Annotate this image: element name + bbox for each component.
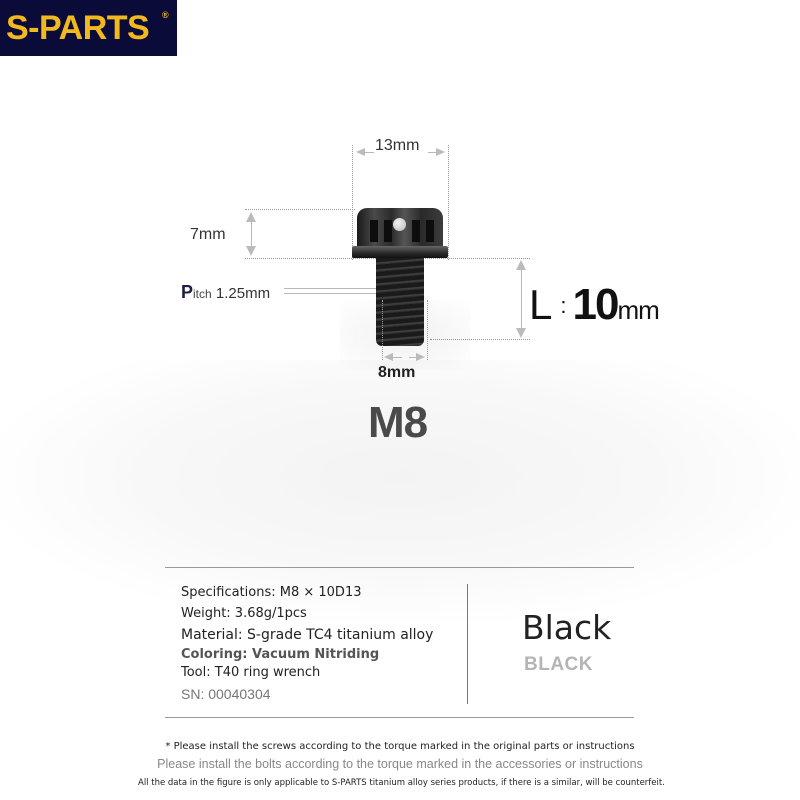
arrow-left-icon <box>384 353 393 361</box>
size-label: M8 <box>368 398 428 447</box>
pitch-suffix: itch <box>193 287 212 301</box>
install-note-2: Please install the bolts according to th… <box>157 757 643 771</box>
length-dim-line <box>521 268 522 332</box>
guide-line-right <box>448 145 449 260</box>
pitch-line <box>284 288 376 289</box>
bolt-flange <box>352 246 448 258</box>
arrow-up-icon <box>246 212 256 222</box>
bolt-slot <box>426 220 434 242</box>
dim-line <box>362 152 374 153</box>
guide-line-left <box>352 145 353 260</box>
brand-name: S-PARTS <box>6 8 150 47</box>
divider-top <box>165 567 634 568</box>
dim-line <box>251 220 252 250</box>
spec-weight: Weight: 3.68g/1pcs <box>181 606 307 621</box>
spec-specifications: Specifications: M8 × 10D13 <box>181 585 362 600</box>
arrow-right-icon <box>436 148 445 156</box>
arrow-right-icon <box>416 353 425 361</box>
guide-line-thread-left <box>382 300 383 360</box>
brand-logo: S-PARTS ® <box>0 0 177 56</box>
arrow-down-icon <box>516 328 526 338</box>
bolt-slot <box>412 220 420 242</box>
color-code: BLACK <box>524 654 593 675</box>
spec-material: Material: S-grade TC4 titanium alloy <box>181 627 434 643</box>
head-width-label: 13mm <box>375 137 420 154</box>
length-value: 10 <box>572 280 619 329</box>
bolt-slot <box>384 220 392 242</box>
color-name: Black <box>522 608 612 647</box>
spec-tool: Tool: T40 ring wrench <box>181 665 321 680</box>
pitch-line <box>284 293 376 294</box>
thread-diameter-label: 8mm <box>378 364 416 381</box>
background-haze <box>0 360 800 620</box>
guide-line-thread-right <box>427 300 428 360</box>
bolt-thread <box>376 258 424 346</box>
length-letter: L <box>529 281 553 328</box>
divider-bottom <box>165 717 634 718</box>
spec-coloring: Coloring: Vacuum Nitriding <box>181 647 380 662</box>
pitch-value: 1.25mm <box>215 285 271 302</box>
dim-line <box>428 152 440 153</box>
bolt-center-dot <box>393 218 406 231</box>
length-label: L:10mm <box>529 280 660 330</box>
dim-line <box>409 357 419 358</box>
guide-line-bottom <box>430 339 530 340</box>
registered-mark: ® <box>162 10 169 20</box>
guide-line-top <box>245 209 355 210</box>
pitch-label: Pitch 1.25mm <box>181 282 270 303</box>
install-note-1: * Please install the screws according to… <box>165 741 635 752</box>
dim-line <box>392 357 402 358</box>
pitch-prefix: P <box>181 282 194 302</box>
arrow-left-icon <box>356 148 365 156</box>
head-height-label: 7mm <box>190 226 226 243</box>
length-unit: mm <box>617 295 659 325</box>
spec-sn: SN: 00040304 <box>181 686 271 702</box>
arrow-up-icon <box>516 260 526 270</box>
bolt-slot <box>370 220 378 242</box>
arrow-down-icon <box>246 246 256 256</box>
disclaimer: All the data in the figure is only appli… <box>138 778 665 788</box>
divider-vertical <box>467 584 468 704</box>
length-colon: : <box>560 293 567 318</box>
